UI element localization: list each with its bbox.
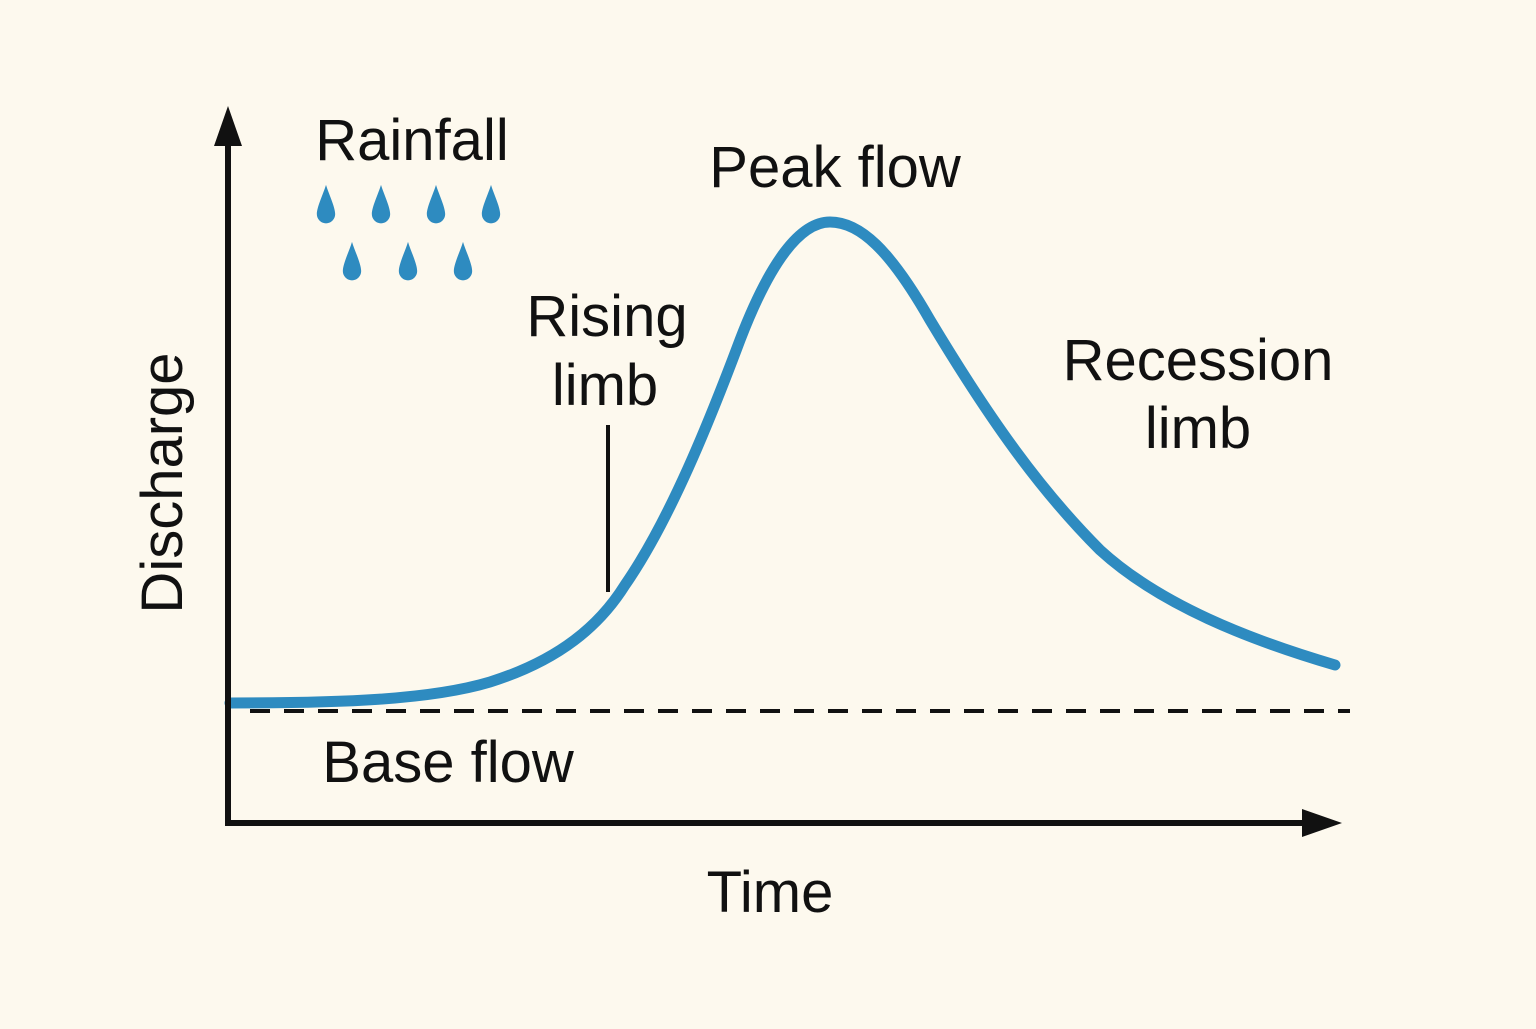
raindrop-icon	[481, 184, 501, 224]
rainfall-label: Rainfall	[315, 108, 508, 173]
raindrop-icon	[453, 241, 473, 281]
peak-flow-label: Peak flow	[709, 135, 962, 200]
y-axis	[214, 106, 242, 826]
y-axis-label: Discharge	[130, 352, 195, 613]
raindrop-icon	[371, 184, 391, 224]
rainfall-drops	[316, 184, 501, 281]
raindrop-icon	[316, 184, 336, 224]
raindrop-icon	[426, 184, 446, 224]
base-flow-label: Base flow	[322, 730, 575, 795]
raindrop-icon	[342, 241, 362, 281]
x-axis-arrowhead	[1302, 809, 1342, 837]
rising-limb-label-line2: limb	[552, 353, 658, 418]
raindrop-icon	[398, 241, 418, 281]
x-axis	[225, 809, 1342, 837]
x-axis-label: Time	[707, 860, 834, 925]
hydrograph-curve	[224, 216, 1341, 709]
y-axis-arrowhead	[214, 106, 242, 146]
rising-limb-label-line1: Rising	[526, 284, 687, 349]
recession-limb-label-line2: limb	[1145, 396, 1251, 461]
recession-limb-label-line1: Recession	[1063, 328, 1334, 393]
